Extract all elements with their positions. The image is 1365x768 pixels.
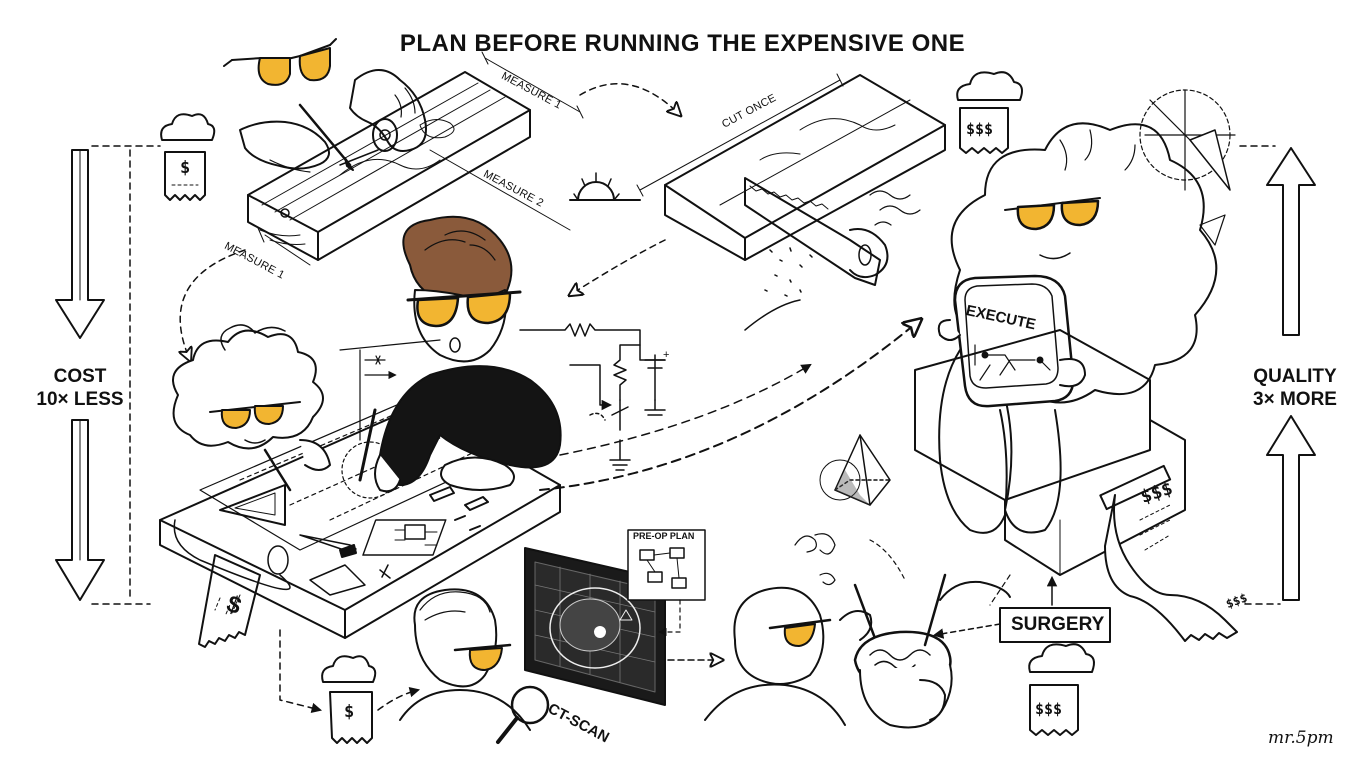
pre-op-plan-label: PRE-OP PLAN (633, 531, 695, 541)
geometry-sketch-top-right (1139, 89, 1236, 246)
expensive-bottom-receipt-text: $$$ (1035, 700, 1063, 718)
quality-up-arrow-bottom (1266, 415, 1316, 601)
arrow-receipt-to-viewer (377, 686, 421, 711)
plus-sign: + (663, 349, 669, 361)
motion-squiggles (869, 190, 921, 226)
execute-chip-icon (937, 274, 1086, 408)
cloud-planner-character (172, 324, 331, 492)
desk-receipt-dollar: $ (223, 590, 245, 620)
drafting-desk (159, 404, 561, 639)
surgeon-character (704, 583, 887, 726)
cost-dimension-line (91, 145, 161, 605)
arrow-cut-to-desk (570, 239, 666, 295)
receipt-icon-small-cost (164, 151, 206, 201)
arrow-measure-to-cut (579, 83, 680, 115)
arrow-desk-to-execute (539, 320, 920, 491)
cloud-icon-expensive-top (956, 71, 1023, 101)
desk-tools (299, 486, 489, 596)
patient-brain (853, 630, 953, 729)
measure-dimension-lines (257, 51, 584, 266)
artist-signature: mr.5pm (1268, 728, 1334, 748)
receipt-icon-expensive-top (959, 107, 1009, 154)
circuit-schematic (519, 323, 666, 471)
receipt-icon-expensive-bottom (1029, 684, 1079, 736)
cloud-icon-small-cost (160, 113, 216, 141)
person-ct-viewer (399, 588, 550, 744)
small-cost-bottom-receipt-text: $ (344, 702, 355, 722)
hand-saw-icon (744, 177, 889, 286)
circular-saw-icon (569, 172, 641, 201)
surgery-flourish (794, 533, 906, 586)
quality-metric-label: QUALITY 3× MORE (1245, 365, 1345, 411)
arrow-measure-to-planner (180, 249, 246, 360)
hand-top-right (349, 69, 427, 152)
person-designer (358, 215, 562, 493)
wood-board-cut (664, 74, 946, 261)
formula-sketch (339, 339, 441, 441)
sawdust-particles (764, 247, 813, 297)
cloud-icon-expensive-bottom (1028, 643, 1095, 673)
cost-down-arrow-top (55, 149, 105, 339)
execution-box (914, 329, 1186, 576)
quality-up-arrow-top (1266, 147, 1316, 336)
hand-holding-pencil (239, 103, 354, 173)
sunglasses-icon-floating (223, 38, 337, 86)
surgery-label: SURGERY (1011, 614, 1105, 635)
surgery-label-box (932, 574, 1111, 643)
pre-op-plan-card (627, 529, 706, 601)
assistant-hand (923, 573, 1011, 647)
small-cost-receipt-text: $ (180, 158, 191, 178)
quality-metric-line1: QUALITY (1253, 366, 1337, 387)
cut-once-dimension (636, 73, 844, 197)
cost-metric-line1: COST (53, 366, 107, 387)
circuit-board-icon (362, 519, 447, 556)
arrow-desk-to-ct (279, 629, 323, 714)
cost-metric-label: COST 10× LESS (30, 365, 130, 411)
receipt-icon-desk (198, 554, 261, 648)
triangle-ruler-icon (219, 484, 286, 526)
pyramid-sketch (819, 434, 891, 506)
quality-metric-line2: 3× MORE (1253, 389, 1337, 410)
page-title: PLAN BEFORE RUNNING THE EXPENSIVE ONE (399, 30, 966, 57)
long-receipt-icon (1104, 494, 1238, 642)
cloud-icon-small-bottom (321, 655, 377, 683)
quality-dashed-connector (1239, 145, 1281, 605)
arrow-preop-to-monitor (658, 599, 681, 637)
cost-down-arrow-bottom (55, 419, 105, 601)
cost-metric-line2: 10× LESS (36, 389, 124, 410)
receipt-icon-small-bottom (329, 691, 373, 744)
expensive-top-receipt-text: $$$ (966, 120, 994, 138)
